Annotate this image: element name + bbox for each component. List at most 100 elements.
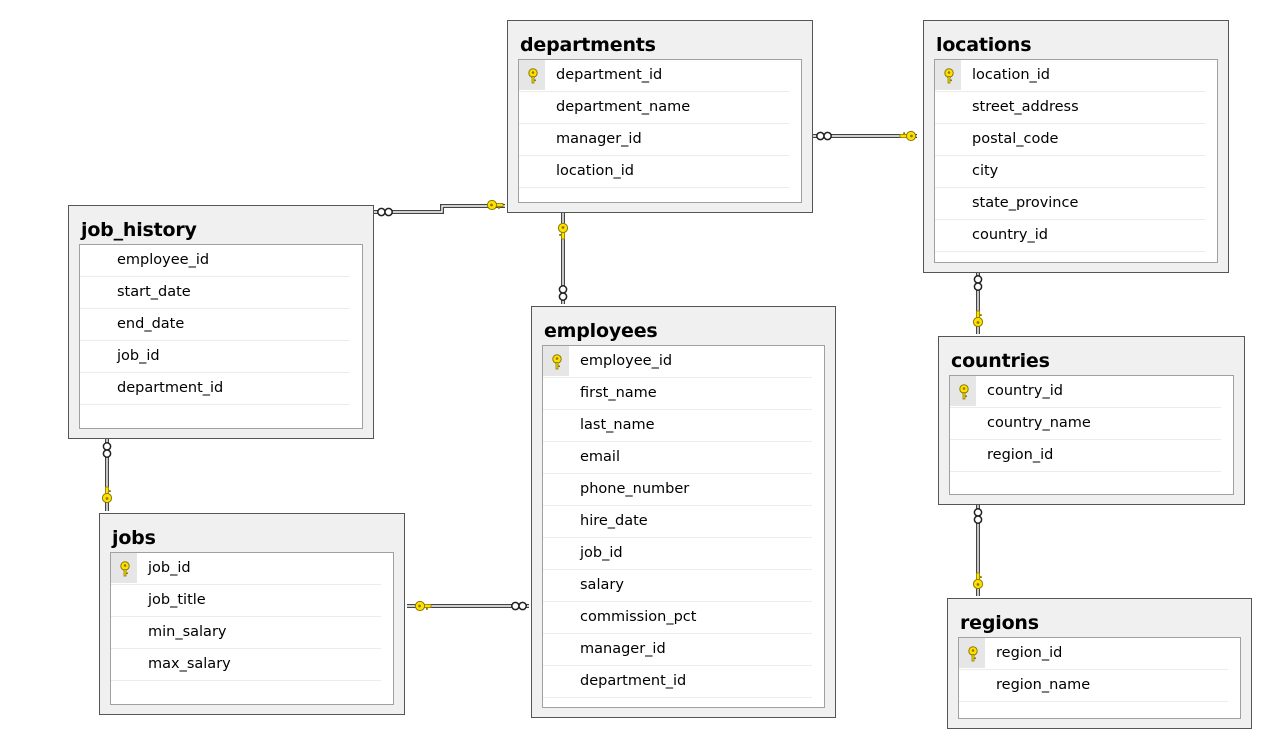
column-row[interactable]: employee_id [543,346,812,378]
column-name: commission_pct [580,609,697,625]
row-selector [543,634,569,664]
column-row[interactable]: postal_code [935,124,1205,156]
column-name: city [972,163,999,179]
column-name: manager_id [556,131,642,147]
column-row[interactable]: department_id [80,373,350,405]
column-row[interactable]: city [935,156,1205,188]
column-name: job_id [117,348,160,364]
column-row[interactable]: commission_pct [543,602,812,634]
column-row[interactable]: department_id [519,60,789,92]
row-selector [935,220,961,250]
column-row[interactable]: start_date [80,277,350,309]
column-row[interactable]: min_salary [111,617,381,649]
column-name: min_salary [148,624,227,640]
row-selector [80,373,106,403]
row-selector [543,506,569,536]
column-row[interactable]: job_id [543,538,812,570]
column-name: manager_id [580,641,666,657]
row-selector [80,245,106,275]
column-name: department_id [580,673,687,689]
row-selector [111,553,137,583]
column-name: last_name [580,417,655,433]
column-row[interactable]: department_id [543,666,812,698]
column-row[interactable]: hire_date [543,506,812,538]
column-name: region_name [996,677,1091,693]
table-title-jobs: jobs [112,527,156,549]
column-row[interactable]: employee_id [80,245,350,277]
row-selector [111,617,137,647]
column-row[interactable]: phone_number [543,474,812,506]
primary-key-icon [944,68,954,84]
one-end-key-icon [414,600,432,612]
column-row[interactable]: email [543,442,812,474]
row-selector [80,309,106,339]
column-name: start_date [117,284,191,300]
column-row[interactable]: job_title [111,585,381,617]
column-name: max_salary [148,656,231,672]
row-selector [543,666,569,696]
row-selector [519,92,545,122]
column-name: email [580,449,620,465]
many-end-infinity-icon [558,285,568,301]
column-name: salary [580,577,624,593]
column-row[interactable]: region_id [959,638,1228,670]
column-row[interactable]: manager_id [543,634,812,666]
column-name: street_address [972,99,1079,115]
column-row[interactable]: max_salary [111,649,381,681]
column-row[interactable]: region_id [950,440,1221,472]
one-end-key-icon [972,310,984,328]
table-jobs[interactable]: jobs job_id job_title min_salary max_salary [99,513,405,715]
column-row[interactable]: street_address [935,92,1205,124]
row-selector [543,538,569,568]
column-row[interactable]: country_id [950,376,1221,408]
row-selector [935,156,961,186]
row-selector [959,638,985,668]
column-row[interactable]: state_province [935,188,1205,220]
row-selector [950,376,976,406]
table-title-employees: employees [544,320,658,342]
column-row[interactable]: country_id [935,220,1205,252]
row-selector [950,440,976,470]
column-row[interactable]: location_id [519,156,789,188]
column-row[interactable]: region_name [959,670,1228,702]
row-selector [543,602,569,632]
row-selector [519,124,545,154]
one-end-key-icon [101,486,113,504]
column-row[interactable]: manager_id [519,124,789,156]
column-name: location_id [556,163,635,179]
column-row[interactable]: first_name [543,378,812,410]
column-row[interactable]: job_id [111,553,381,585]
primary-key-icon [528,68,538,84]
primary-key-icon [120,561,130,577]
table-departments[interactable]: departments department_id department_name… [507,20,813,213]
column-row[interactable]: salary [543,570,812,602]
many-end-infinity-icon [377,207,393,217]
column-row[interactable]: country_name [950,408,1221,440]
column-name: department_id [556,67,663,83]
column-row[interactable]: location_id [935,60,1205,92]
column-row[interactable]: job_id [80,341,350,373]
column-name: state_province [972,195,1079,211]
column-row[interactable]: end_date [80,309,350,341]
column-name: region_id [987,447,1054,463]
row-selector [935,124,961,154]
row-selector [935,92,961,122]
row-selector [543,346,569,376]
row-selector [543,410,569,440]
column-row[interactable]: department_name [519,92,789,124]
column-name: job_title [148,592,206,608]
column-name: country_id [972,227,1048,243]
primary-key-icon [552,354,562,370]
table-title-departments: departments [520,34,656,56]
column-name: employee_id [117,252,210,268]
row-selector [80,341,106,371]
column-row[interactable]: last_name [543,410,812,442]
